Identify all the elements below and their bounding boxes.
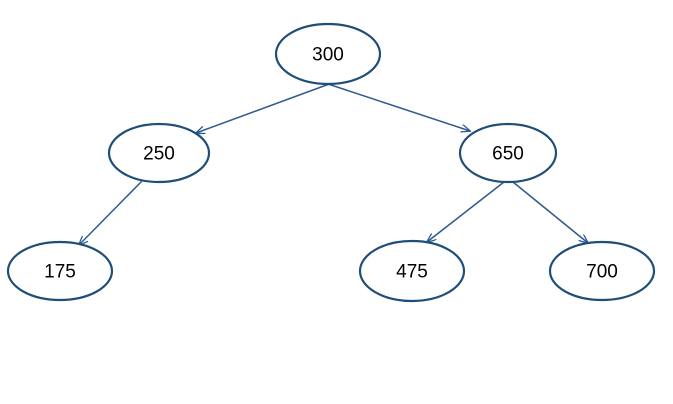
node-ellipse-250: [107, 122, 211, 184]
node-label-300: 300: [312, 45, 344, 66]
edge-right-to-right-left: [427, 181, 505, 242]
node-ellipse-175: [6, 240, 114, 302]
edges-group: [79, 82, 588, 245]
tree-node-250[interactable]: 250: [107, 122, 211, 184]
tree-node-650[interactable]: 650: [458, 122, 558, 184]
node-label-650: 650: [492, 144, 524, 165]
node-label-250: 250: [143, 144, 175, 165]
nodes-group: 300 250 650 175 475 700: [6, 22, 656, 303]
edge-root-to-right: [324, 82, 470, 131]
tree-node-300[interactable]: 300: [274, 22, 382, 86]
node-label-700: 700: [586, 262, 618, 283]
node-label-175: 175: [44, 262, 76, 283]
tree-node-700[interactable]: 700: [548, 240, 656, 302]
edge-root-to-left: [196, 82, 333, 133]
node-ellipse-650: [458, 122, 558, 184]
node-ellipse-700: [548, 240, 656, 302]
edge-right-to-right-right: [512, 181, 588, 243]
edge-left-to-left-left: [79, 179, 144, 245]
node-label-475: 475: [396, 262, 428, 283]
tree-node-475[interactable]: 475: [358, 239, 466, 303]
node-ellipse-475: [358, 239, 466, 303]
tree-node-175[interactable]: 175: [6, 240, 114, 302]
node-ellipse-300: [274, 22, 382, 86]
